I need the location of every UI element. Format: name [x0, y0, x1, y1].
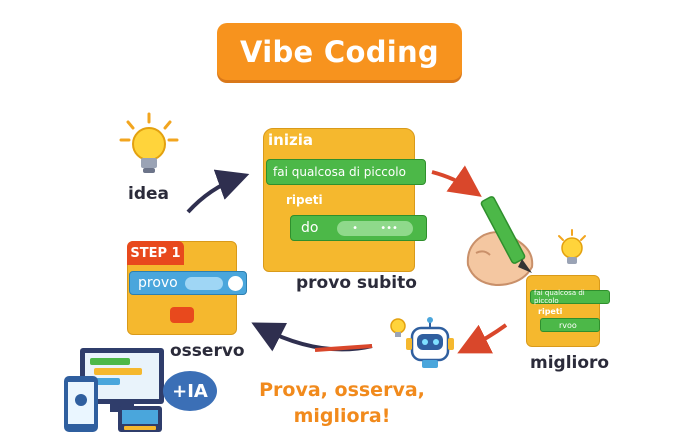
step-idea-label: idea	[128, 184, 169, 204]
step-osservo-label: osservo	[170, 341, 245, 361]
step-header: STEP 1	[127, 241, 184, 265]
action-block[interactable]: fai qualcosa di piccolo	[266, 159, 426, 185]
step-action-label: provo	[138, 275, 178, 291]
arrow-try-to-improve	[431, 165, 482, 197]
hat-label: inizia	[268, 131, 313, 149]
robot-icon	[390, 317, 454, 368]
tagline-line-2: migliora!	[293, 405, 391, 427]
action-label: fai qualcosa di piccolo	[273, 165, 406, 179]
improve-action-label: fai qualcosa di piccolo	[534, 289, 585, 305]
tagline-line-1: Prova, osserva,	[259, 379, 425, 401]
ai-badge: +IA	[163, 371, 217, 411]
do-block[interactable]: do • •••	[290, 215, 427, 241]
step-action-block[interactable]: provo	[129, 271, 247, 295]
improve-do-block[interactable]: rvoo	[540, 318, 600, 332]
step-miglioro-label: miglioro	[530, 353, 610, 373]
step-input-slot[interactable]	[185, 277, 223, 290]
step-small-block[interactable]	[170, 307, 194, 323]
arrow-idea-to-try	[186, 169, 250, 214]
main-code-block[interactable]	[263, 128, 415, 272]
loop-label: ripeti	[286, 193, 323, 207]
title-banner: Vibe Coding	[217, 23, 462, 80]
eye-icon[interactable]	[228, 276, 243, 291]
arrow-observe-segment	[314, 344, 373, 352]
pencil-hand-icon	[466, 196, 534, 287]
improve-code-block[interactable]	[526, 275, 600, 347]
do-input-slot[interactable]: • •••	[337, 221, 413, 236]
tagline: Prova, osserva, migliora!	[246, 377, 438, 429]
step-provo-subito-label: provo subito	[296, 273, 417, 293]
improve-do-label: rvoo	[559, 320, 577, 330]
improve-loop-label: ripeti	[538, 307, 563, 316]
improve-action-block[interactable]: fai qualcosa di piccolo	[530, 289, 610, 305]
do-label: do	[301, 220, 319, 236]
arrow-improve-to-robot	[457, 323, 508, 354]
improve-lightbulb-icon	[558, 229, 586, 264]
devices-icon	[64, 348, 164, 432]
lightbulb-icon	[119, 112, 179, 173]
page-title: Vibe Coding	[239, 34, 439, 69]
